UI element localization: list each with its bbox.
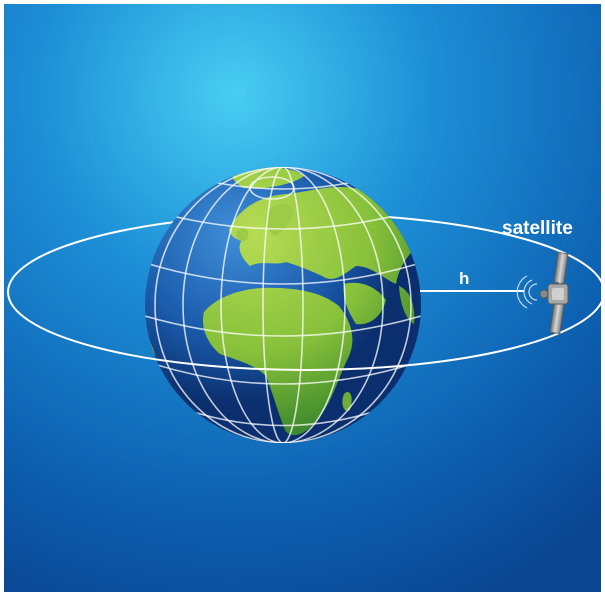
satellite-orbit-diagram: h satellite <box>4 4 601 592</box>
height-label: h <box>459 269 469 288</box>
satellite-icon <box>516 251 569 335</box>
orbit-front <box>7 291 601 371</box>
diagram-frame: h satellite <box>4 4 601 592</box>
earth-globe-icon <box>145 167 421 443</box>
satellite-label: satellite <box>502 218 573 239</box>
